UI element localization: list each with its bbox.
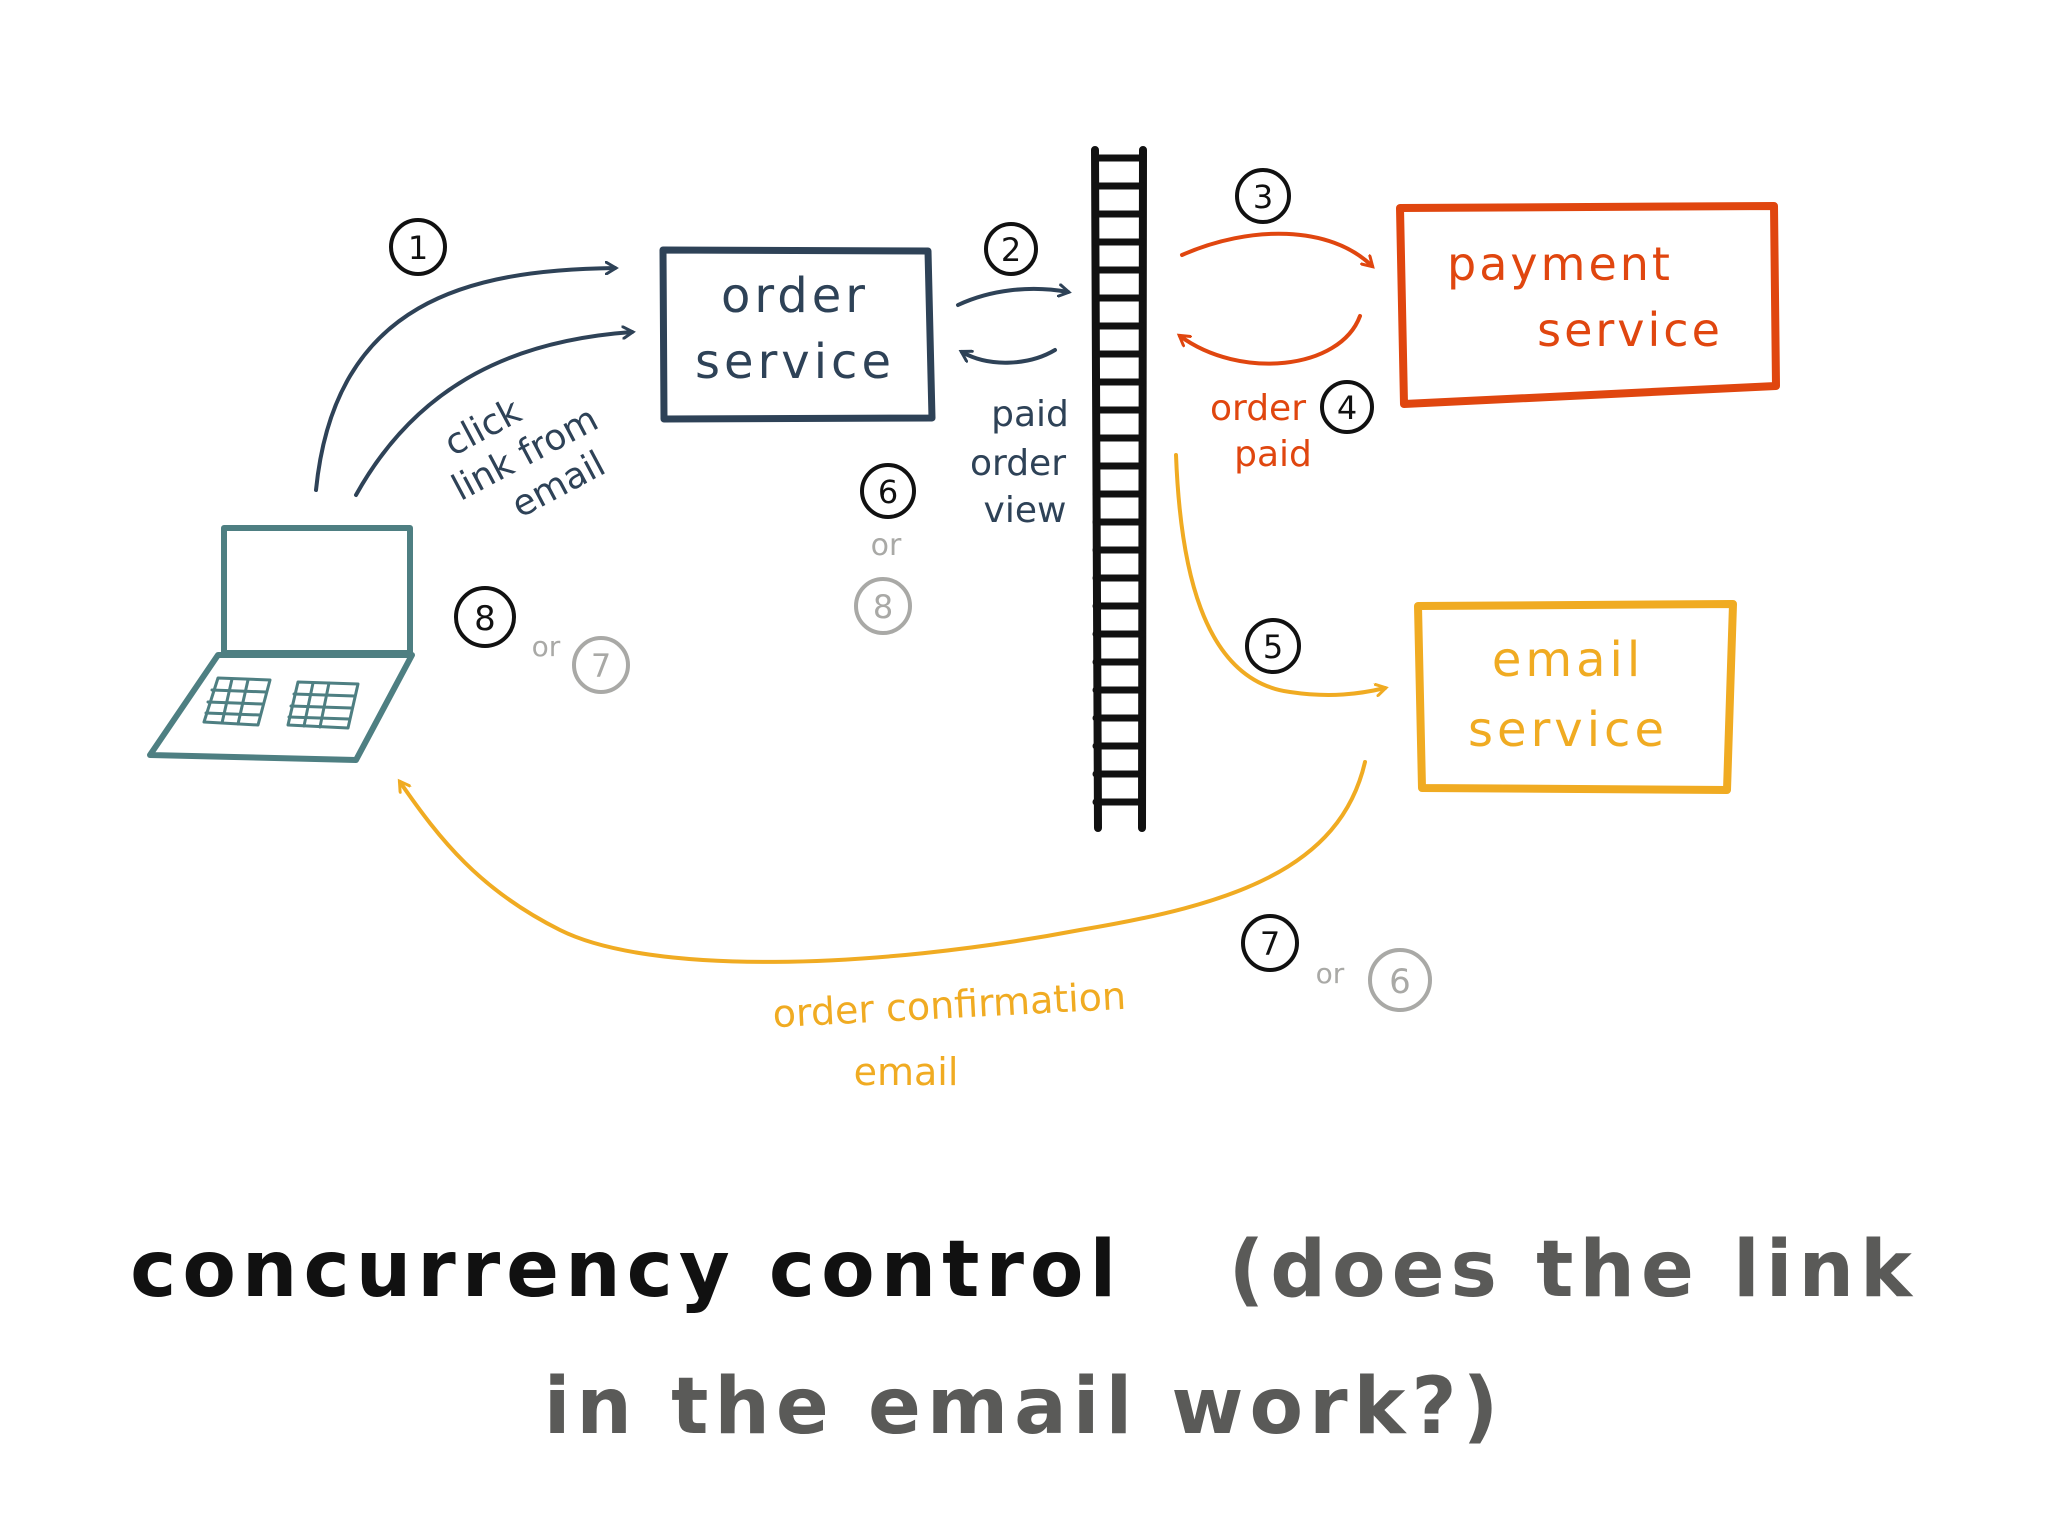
svg-text:5: 5 <box>1263 628 1283 666</box>
svg-text:order: order <box>970 443 1066 484</box>
svg-text:8: 8 <box>474 599 496 639</box>
svg-text:6: 6 <box>878 473 898 511</box>
svg-text:3: 3 <box>1253 178 1273 216</box>
svg-text:7: 7 <box>1260 925 1280 963</box>
caption-question-part1: (does the link <box>1228 1225 1918 1315</box>
email-service-line2: service <box>1468 702 1668 758</box>
caption-main: concurrency control <box>130 1225 1123 1315</box>
step-badge-5: 5 <box>1245 618 1301 674</box>
arrow-request-1 <box>314 268 615 492</box>
caption-line-1: concurrency control (does the link <box>0 1225 2048 1315</box>
svg-text:4: 4 <box>1337 389 1357 427</box>
arrow-order-to-queue <box>956 289 1068 307</box>
svg-text:paid: paid <box>1234 434 1312 475</box>
label-order-paid: order paid <box>1210 388 1312 475</box>
alt-step-badge-6: 6 <box>1368 948 1432 1012</box>
label-paid-order-view: paid order view <box>970 394 1069 531</box>
message-queue-icon <box>1091 146 1147 832</box>
step-badge-6: 6 <box>860 463 916 519</box>
order-service-line2: service <box>695 334 895 390</box>
step-badge-8: 8 <box>454 586 516 648</box>
arrow-request-2 <box>354 332 632 497</box>
alt-step-badge-8: 8 <box>854 577 912 635</box>
svg-text:email: email <box>854 1050 959 1094</box>
laptop-icon <box>147 525 415 763</box>
svg-text:order: order <box>1210 388 1306 429</box>
svg-text:6: 6 <box>1389 962 1411 1002</box>
payment-service-line2: service <box>1537 303 1723 357</box>
or-label-6-8: or <box>871 528 902 563</box>
svg-text:view: view <box>984 490 1067 531</box>
step-badge-3: 3 <box>1235 168 1291 224</box>
svg-text:8: 8 <box>873 588 893 626</box>
svg-text:paid: paid <box>991 394 1069 435</box>
or-label-7-6: or <box>1316 957 1345 990</box>
step-badge-1: 1 <box>389 218 447 276</box>
label-order-confirmation-email: order confirmation email <box>772 974 1127 1094</box>
arrow-queue-to-payment <box>1180 231 1372 266</box>
or-label-8-7: or <box>532 630 561 663</box>
svg-text:1: 1 <box>408 229 428 267</box>
step-badge-2: 2 <box>984 222 1038 276</box>
arrow-payment-to-queue <box>1180 314 1362 366</box>
arrow-queue-to-order <box>962 348 1057 365</box>
email-service-box: email service <box>1414 600 1737 794</box>
arrow-email-to-client <box>400 760 1367 964</box>
svg-text:2: 2 <box>1001 231 1021 269</box>
payment-service-box: payment service <box>1396 202 1780 408</box>
label-click-link: click link from email <box>438 391 612 527</box>
step-badge-7: 7 <box>1241 914 1299 972</box>
caption-question-part2: in the email work?) <box>543 1362 1505 1452</box>
email-service-line1: email <box>1492 632 1644 688</box>
svg-text:7: 7 <box>591 647 611 685</box>
payment-service-line1: payment <box>1447 237 1673 291</box>
arrow-queue-to-email <box>1174 453 1385 695</box>
order-service-line1: order <box>721 268 869 324</box>
alt-step-badge-7: 7 <box>572 636 630 694</box>
order-service-box: order service <box>659 246 936 423</box>
svg-text:order confirmation: order confirmation <box>772 974 1127 1036</box>
caption-line-2: in the email work?) <box>0 1362 2048 1452</box>
step-badge-4: 4 <box>1320 380 1374 434</box>
